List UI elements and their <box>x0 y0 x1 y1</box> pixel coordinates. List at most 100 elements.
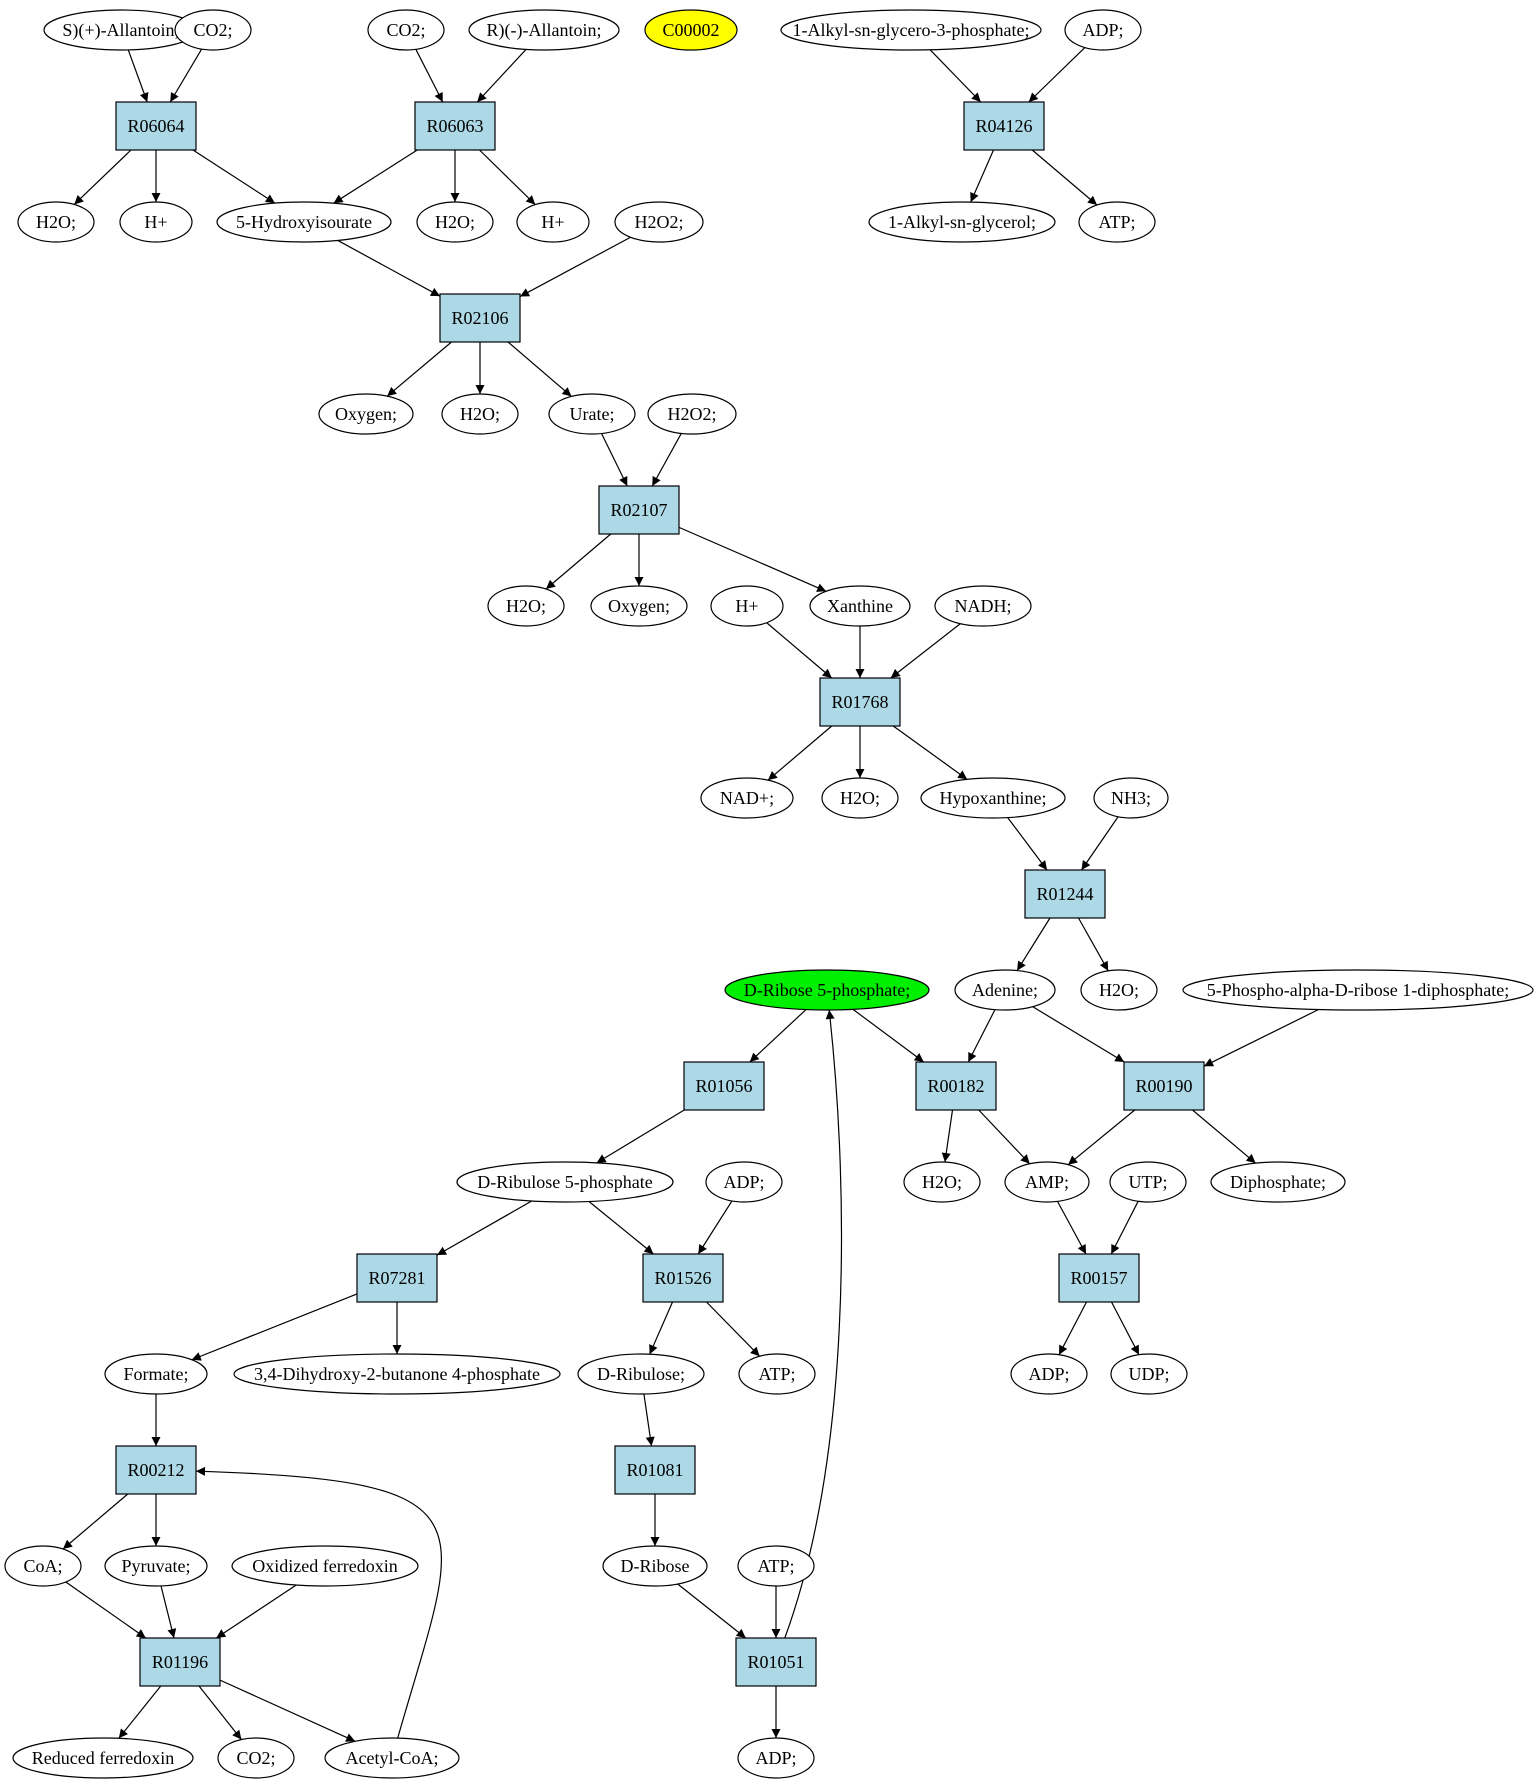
reaction-node-R07281[interactable]: R07281 <box>356 1253 438 1303</box>
compound-node-adenine[interactable]: Adenine; <box>954 969 1056 1011</box>
compound-node-hplus_c[interactable]: H+ <box>710 585 784 627</box>
compound-node-co2_c[interactable]: CO2; <box>217 1737 295 1779</box>
node-label: H2O; <box>36 212 76 232</box>
compound-node-red_ferredoxin[interactable]: Reduced ferredoxin <box>12 1737 194 1779</box>
node-label: NADH; <box>955 596 1012 616</box>
compound-ellipse <box>416 201 494 243</box>
edge-R06063-to-hplus_b <box>479 149 536 206</box>
compound-node-xanthine[interactable]: Xanthine <box>809 585 911 627</box>
compound-node-hplus_b[interactable]: H+ <box>516 201 590 243</box>
reaction-node-R01051[interactable]: R01051 <box>735 1637 817 1687</box>
compound-node-ox_ferredoxin[interactable]: Oxidized ferredoxin <box>231 1545 419 1587</box>
compound-node-coa[interactable]: CoA; <box>4 1545 82 1587</box>
compound-node-alkyl_glycerol[interactable]: 1-Alkyl-sn-glycerol; <box>868 201 1056 243</box>
compound-node-pyruvate[interactable]: Pyruvate; <box>104 1545 208 1587</box>
compound-node-r_allantoin[interactable]: R)(-)-Allantoin; <box>468 9 620 51</box>
compound-node-hydroxyisourate[interactable]: 5-Hydroxyisourate <box>216 201 392 243</box>
node-label: R01768 <box>831 692 888 712</box>
reaction-node-R01768[interactable]: R01768 <box>819 677 901 727</box>
compound-node-utp[interactable]: UTP; <box>1109 1161 1187 1203</box>
compound-node-s_allantoin[interactable]: S)(+)-Allantoin; <box>43 9 199 51</box>
edge-R04126-to-atp_a <box>1031 149 1098 206</box>
compound-node-dhbp[interactable]: 3,4-Dihydroxy-2-butanone 4-phosphate <box>233 1353 561 1395</box>
compound-node-oxygen_b[interactable]: Oxygen; <box>590 585 688 627</box>
compound-node-udp[interactable]: UDP; <box>1110 1353 1188 1395</box>
reaction-node-R04126[interactable]: R04126 <box>963 101 1045 151</box>
compound-node-urate[interactable]: Urate; <box>548 393 636 435</box>
compound-node-h2o_a[interactable]: H2O; <box>17 201 95 243</box>
compound-node-ribulose[interactable]: D-Ribulose; <box>577 1353 705 1395</box>
edge-ribose5p-to-R00182 <box>852 1008 925 1063</box>
node-label: R01051 <box>747 1652 804 1672</box>
compound-node-h2o_e[interactable]: H2O; <box>821 777 899 819</box>
edge-prpp-to-R00190 <box>1203 1008 1319 1067</box>
compound-ellipse <box>1210 1161 1346 1203</box>
edge-R01526-to-atp_b <box>706 1301 761 1357</box>
compound-node-ribulose5p[interactable]: D-Ribulose 5-phosphate <box>456 1161 674 1203</box>
compound-node-h2o_c[interactable]: H2O; <box>441 393 519 435</box>
compound-node-co2_b[interactable]: CO2; <box>367 9 445 51</box>
node-label: NAD+; <box>720 788 774 808</box>
compound-ellipse <box>602 1545 708 1587</box>
compound-node-acetylcoa[interactable]: Acetyl-CoA; <box>324 1737 460 1779</box>
compound-node-h2o_f[interactable]: H2O; <box>1080 969 1158 1011</box>
compound-node-h2o2_b[interactable]: H2O2; <box>647 393 737 435</box>
compound-node-adp_b[interactable]: ADP; <box>705 1161 783 1203</box>
reaction-node-R01056[interactable]: R01056 <box>683 1061 765 1111</box>
compound-node-adp_d[interactable]: ADP; <box>737 1737 815 1779</box>
compound-node-diphosphate[interactable]: Diphosphate; <box>1210 1161 1346 1203</box>
reaction-node-R01244[interactable]: R01244 <box>1024 869 1106 919</box>
compound-node-hypoxanthine[interactable]: Hypoxanthine; <box>920 777 1066 819</box>
reaction-node-R06064[interactable]: R06064 <box>115 101 197 151</box>
reaction-node-R01526[interactable]: R01526 <box>642 1253 724 1303</box>
node-label: R02107 <box>610 500 667 520</box>
reaction-node-R02106[interactable]: R02106 <box>439 293 521 343</box>
compound-node-formate[interactable]: Formate; <box>104 1353 208 1395</box>
reaction-node-R02107[interactable]: R02107 <box>598 485 680 535</box>
node-label: H2O2; <box>668 404 717 424</box>
node-label: 5-Hydroxyisourate <box>236 212 372 232</box>
compound-node-nh3[interactable]: NH3; <box>1093 777 1169 819</box>
compound-node-atp_b[interactable]: ATP; <box>738 1353 816 1395</box>
node-label: Adenine; <box>972 980 1038 1000</box>
edge-alkyl_g3p-to-R04126 <box>929 49 982 103</box>
compound-node-dribose[interactable]: D-Ribose <box>602 1545 708 1587</box>
edge-ribulose5p-to-R01526 <box>588 1201 654 1255</box>
node-label: Urate; <box>570 404 615 424</box>
compound-node-h2o_d[interactable]: H2O; <box>487 585 565 627</box>
reaction-node-R00182[interactable]: R00182 <box>915 1061 997 1111</box>
reaction-node-R06063[interactable]: R06063 <box>414 101 496 151</box>
compound-node-hplus_a[interactable]: H+ <box>119 201 193 243</box>
compound-node-c00002[interactable]: C00002 <box>644 9 738 51</box>
compound-node-h2o_b[interactable]: H2O; <box>416 201 494 243</box>
compound-node-co2_a[interactable]: CO2; <box>174 9 252 51</box>
compound-node-oxygen_a[interactable]: Oxygen; <box>318 393 414 435</box>
compound-ellipse <box>1109 1161 1187 1203</box>
compound-node-nadplus[interactable]: NAD+; <box>700 777 794 819</box>
reaction-node-R00190[interactable]: R00190 <box>1123 1061 1205 1111</box>
reaction-node-R00157[interactable]: R00157 <box>1058 1253 1140 1303</box>
compound-node-adp_c[interactable]: ADP; <box>1010 1353 1088 1395</box>
compound-node-nadh[interactable]: NADH; <box>934 585 1032 627</box>
compound-node-prpp[interactable]: 5-Phospho-alpha-D-ribose 1-diphosphate; <box>1182 969 1534 1011</box>
compound-node-adp_a[interactable]: ADP; <box>1064 9 1142 51</box>
compound-ellipse <box>738 1353 816 1395</box>
node-label: Acetyl-CoA; <box>346 1748 439 1768</box>
compound-ellipse <box>441 393 519 435</box>
compound-node-ribose5p[interactable]: D-Ribose 5-phosphate; <box>724 969 930 1011</box>
reaction-node-R01196[interactable]: R01196 <box>139 1637 221 1687</box>
compound-node-alkyl_g3p[interactable]: 1-Alkyl-sn-glycero-3-phosphate; <box>780 9 1042 51</box>
compound-node-atp_c[interactable]: ATP; <box>737 1545 815 1587</box>
edge-R02107-to-h2o_d <box>545 533 612 590</box>
compound-ellipse <box>104 1353 208 1395</box>
reaction-node-R01081[interactable]: R01081 <box>614 1445 696 1495</box>
compound-node-h2o2_a[interactable]: H2O2; <box>614 201 704 243</box>
compound-node-amp[interactable]: AMP; <box>1004 1161 1090 1203</box>
reaction-box <box>1123 1061 1205 1111</box>
node-label: 1-Alkyl-sn-glycero-3-phosphate; <box>793 20 1030 40</box>
edge-R01526-to-ribulose <box>649 1301 674 1355</box>
compound-node-atp_a[interactable]: ATP; <box>1078 201 1156 243</box>
reaction-node-R00212[interactable]: R00212 <box>115 1445 197 1495</box>
compound-node-h2o_g[interactable]: H2O; <box>903 1161 981 1203</box>
edge-coa-to-R01196 <box>65 1581 147 1639</box>
